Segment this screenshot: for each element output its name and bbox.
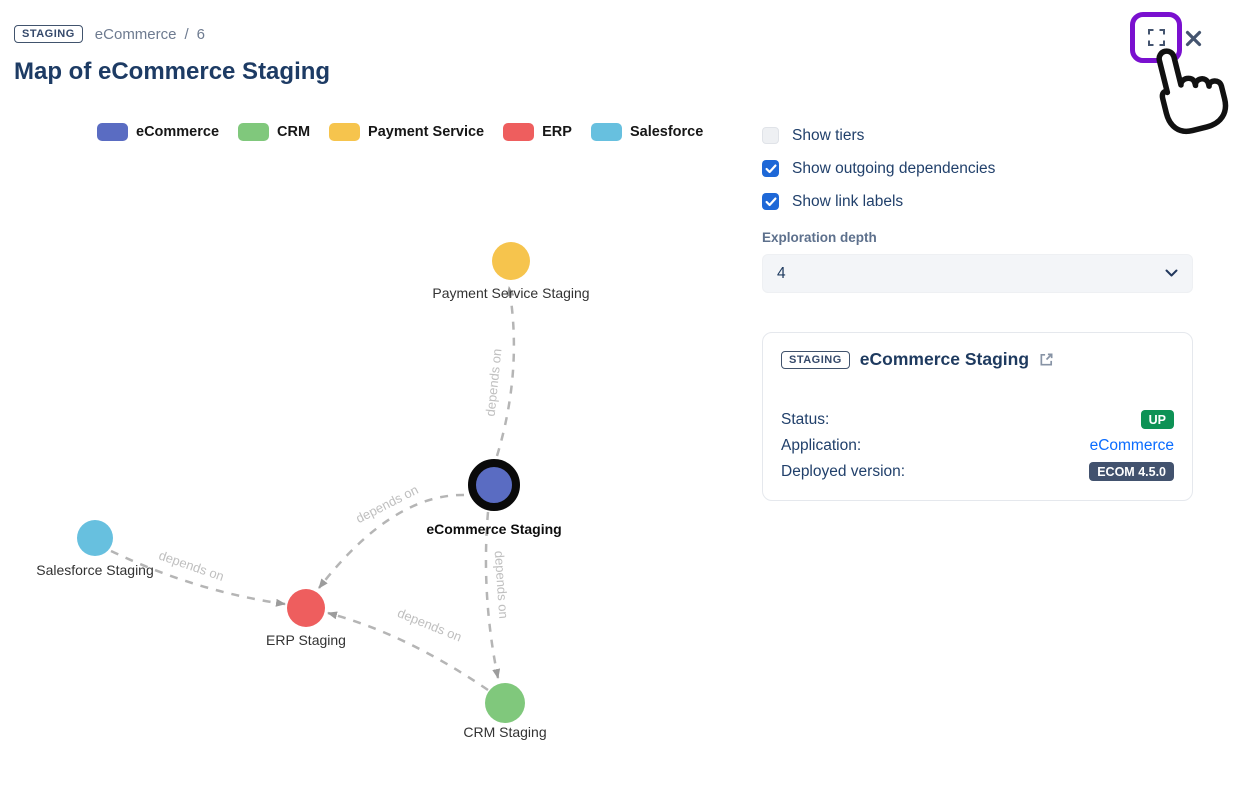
legend-item-label: Salesforce: [629, 124, 704, 140]
node-salesforce[interactable]: [77, 520, 113, 556]
edge-label: depends on: [395, 605, 464, 644]
card-row-deployed-version: Deployed version: ECOM 4.5.0: [781, 462, 1174, 481]
checkbox-show-outgoing-dependencies[interactable]: Show outgoing dependencies: [762, 160, 1193, 177]
exploration-depth-select[interactable]: 4: [762, 254, 1193, 293]
node-crm[interactable]: [485, 683, 525, 723]
edge-ecommerce-to-erp: [318, 493, 465, 589]
legend-item-label: ERP: [542, 124, 572, 140]
node-label-erp: ERP Staging: [266, 632, 346, 648]
checkbox-label: Show tiers: [792, 126, 865, 144]
edge-label: depends on: [157, 548, 226, 584]
edge-label: depends on: [483, 348, 505, 417]
exploration-depth-label: Exploration depth: [762, 230, 877, 245]
cursor-hand-icon: [1156, 48, 1229, 135]
status-badge: UP: [1140, 410, 1174, 429]
legend-item-label: eCommerce: [136, 124, 220, 140]
legend-color-chip: [590, 123, 622, 141]
edge-ecommerce-to-payment: [495, 286, 516, 457]
page-title: Map of eCommerce Staging: [14, 58, 331, 85]
edge-ecommerce-to-crm: [484, 511, 501, 679]
legend-item-salesforce[interactable]: Salesforce: [590, 123, 704, 141]
legend-color-chip: [97, 123, 128, 141]
edge-label: depends on: [492, 550, 512, 619]
node-label-payment: Payment Service Staging: [432, 285, 589, 301]
legend-color-chip: [329, 123, 361, 141]
env-badge-staging: STAGING: [14, 25, 83, 43]
legend-item-label: CRM: [277, 124, 311, 140]
chevron-down-icon: [1165, 269, 1178, 277]
node-erp[interactable]: [287, 589, 325, 627]
node-label-crm: CRM Staging: [463, 724, 546, 740]
checkbox-checked-icon[interactable]: [762, 193, 779, 210]
legend-color-chip: [238, 123, 270, 141]
breadcrumb: STAGING eCommerce / 6: [14, 25, 205, 43]
fullscreen-button[interactable]: [1138, 19, 1174, 55]
breadcrumb-count: 6: [196, 25, 205, 43]
node-ecommerce[interactable]: [468, 459, 520, 511]
version-badge: ECOM 4.5.0: [1089, 462, 1174, 481]
dependency-graph: depends on depends on depends on depends on…: [36, 242, 590, 740]
card-row-status: Status: UP: [781, 410, 1174, 429]
card-row-label: Status:: [781, 410, 830, 428]
card-title: eCommerce Staging: [859, 349, 1030, 369]
checkbox-label: Show outgoing dependencies: [792, 159, 996, 177]
checkbox-unchecked-icon[interactable]: [762, 127, 779, 144]
legend-item-label: Payment Service: [368, 124, 485, 140]
checkbox-label: Show link labels: [792, 192, 904, 210]
card-row-label: Application:: [781, 436, 862, 454]
legend: eCommerce CRM Payment Service ERP Salesforce: [97, 123, 703, 141]
legend-item-crm[interactable]: CRM: [238, 123, 310, 141]
card-row-label: Deployed version:: [781, 462, 906, 480]
node-label-salesforce: Salesforce Staging: [36, 562, 154, 578]
breadcrumb-app[interactable]: eCommerce: [94, 25, 177, 43]
close-icon: [1185, 30, 1201, 46]
node-payment[interactable]: [492, 242, 530, 280]
legend-item-payment-service[interactable]: Payment Service: [329, 123, 484, 141]
card-row-application: Application: eCommerce: [781, 436, 1174, 455]
legend-item-ecommerce[interactable]: eCommerce: [97, 123, 219, 141]
node-label-ecommerce: eCommerce Staging: [426, 521, 561, 537]
application-link[interactable]: eCommerce: [1089, 436, 1174, 454]
edge-label: depends on: [353, 482, 420, 526]
breadcrumb-separator: /: [184, 25, 189, 43]
legend-color-chip: [503, 123, 535, 141]
legend-item-erp[interactable]: ERP: [503, 123, 572, 141]
checkbox-show-link-labels[interactable]: Show link labels: [762, 193, 1193, 210]
service-info-card: STAGING eCommerce Staging Status: UP Appli…: [762, 332, 1193, 501]
checkbox-show-tiers[interactable]: Show tiers: [762, 127, 1193, 144]
close-button[interactable]: [1182, 27, 1204, 49]
card-env-badge: STAGING: [781, 350, 850, 369]
external-link-icon[interactable]: [1039, 352, 1054, 367]
edge-crm-to-erp: [327, 611, 489, 692]
exploration-depth-value: 4: [777, 264, 786, 282]
fullscreen-icon: [1147, 28, 1165, 46]
checkbox-checked-icon[interactable]: [762, 160, 779, 177]
edge-salesforce-to-erp: [110, 549, 286, 607]
